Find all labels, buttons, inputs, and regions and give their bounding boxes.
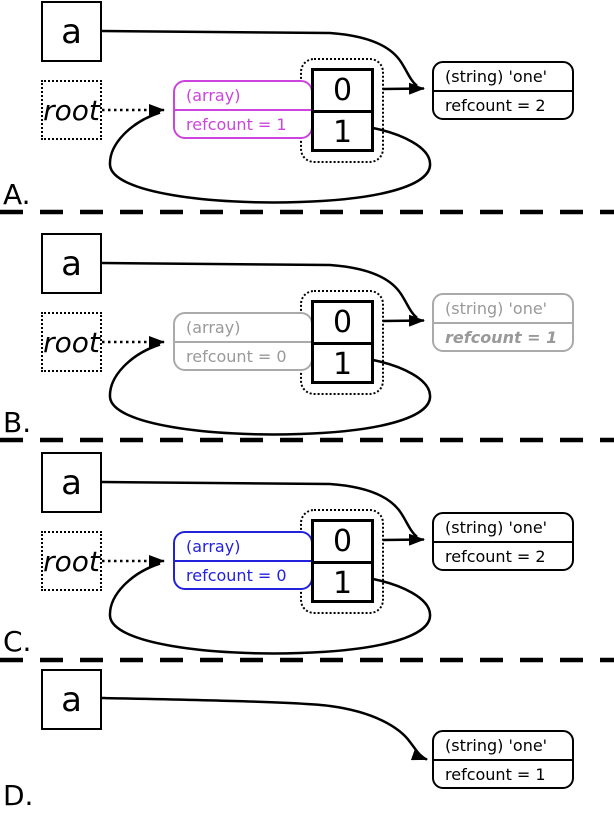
root-box: root bbox=[41, 531, 102, 591]
hash-cells: 0 1 bbox=[311, 300, 374, 384]
variable-box-a: a bbox=[41, 669, 102, 730]
hash-cell-0: 0 bbox=[314, 303, 371, 345]
root-label: root bbox=[43, 325, 100, 359]
hash-cells: 0 1 bbox=[311, 68, 374, 152]
string-type-label: (string) 'one' bbox=[434, 514, 572, 543]
root-box: root bbox=[41, 80, 102, 140]
string-refcount-label: refcount = 1 bbox=[445, 328, 558, 347]
hash-cell-1: 1 bbox=[332, 115, 353, 150]
variable-label: a bbox=[61, 679, 82, 720]
root-label: root bbox=[43, 544, 100, 578]
string-type-label: (string) 'one' bbox=[434, 63, 572, 92]
variable-label: a bbox=[61, 243, 82, 284]
section-label-b: B. bbox=[3, 406, 32, 439]
root-label: root bbox=[43, 93, 100, 127]
array-type-label: (array) bbox=[175, 82, 311, 111]
arrow-cell0-to-string bbox=[382, 82, 425, 95]
string-refcount-label: refcount = 2 bbox=[445, 96, 546, 115]
array-refcount-label: refcount = 0 bbox=[186, 566, 287, 585]
array-type-label: (array) bbox=[175, 533, 311, 562]
variable-label: a bbox=[61, 11, 82, 52]
variable-label: a bbox=[61, 462, 82, 503]
string-type-label: (string) 'one' bbox=[434, 295, 572, 324]
array-node: (array) refcount = 1 bbox=[173, 80, 313, 139]
hash-cell-0: 0 bbox=[314, 522, 371, 564]
array-node: (array) refcount = 0 bbox=[173, 531, 313, 590]
variable-box-a: a bbox=[41, 233, 102, 294]
string-node: (string) 'one' refcount = 1 bbox=[432, 293, 574, 352]
array-refcount-label: refcount = 1 bbox=[186, 115, 287, 134]
arrow-a-to-string bbox=[101, 696, 428, 761]
arrow-cell0-to-string bbox=[382, 533, 425, 546]
hash-cell-0: 0 bbox=[314, 71, 371, 113]
string-refcount-label: refcount = 2 bbox=[445, 547, 546, 566]
hash-cells: 0 1 bbox=[311, 519, 374, 603]
string-node: (string) 'one' refcount = 2 bbox=[432, 512, 574, 571]
variable-box-a: a bbox=[41, 1, 102, 62]
string-type-label: (string) 'one' bbox=[434, 732, 572, 761]
hash-cell-1: 1 bbox=[332, 566, 353, 601]
variable-box-a: a bbox=[41, 452, 102, 513]
section-label-a: A. bbox=[3, 178, 31, 211]
array-type-label: (array) bbox=[175, 314, 311, 343]
array-node: (array) refcount = 0 bbox=[173, 312, 313, 371]
arrow-cell0-to-string bbox=[382, 314, 425, 327]
hash-cell-1: 1 bbox=[332, 347, 353, 382]
section-label-d: D. bbox=[3, 779, 34, 812]
root-box: root bbox=[41, 312, 102, 372]
string-node: (string) 'one' refcount = 2 bbox=[432, 61, 574, 120]
section-label-c: C. bbox=[3, 625, 32, 658]
string-refcount-label: refcount = 1 bbox=[445, 765, 546, 784]
array-refcount-label: refcount = 0 bbox=[186, 347, 287, 366]
string-node: (string) 'one' refcount = 1 bbox=[432, 730, 574, 789]
